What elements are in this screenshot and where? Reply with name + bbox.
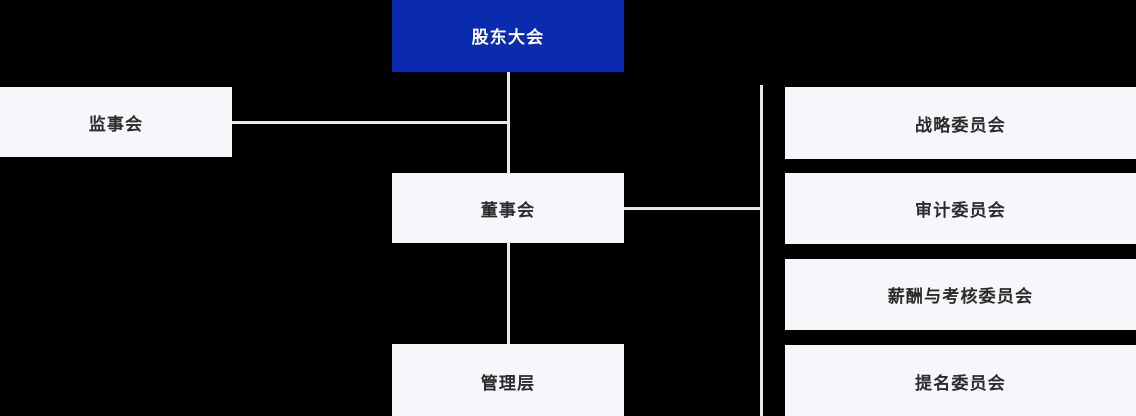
node-committee-audit-label: 审计委员会 bbox=[915, 201, 1006, 220]
node-management-label: 管理层 bbox=[480, 373, 536, 393]
node-shareholders-meeting[interactable]: 股东大会 bbox=[392, 0, 624, 72]
node-committee-audit[interactable]: 审计委员会 bbox=[785, 173, 1136, 244]
node-board-of-directors-label: 董事会 bbox=[480, 200, 536, 220]
node-committee-strategy[interactable]: 战略委员会 bbox=[785, 87, 1136, 159]
connector-board-to-committees bbox=[624, 207, 763, 210]
node-board-of-directors[interactable]: 董事会 bbox=[392, 173, 624, 243]
node-management[interactable]: 管理层 bbox=[392, 344, 624, 416]
node-committee-strategy-label: 战略委员会 bbox=[915, 115, 1006, 135]
connector-supervisors-to-spine bbox=[232, 121, 510, 124]
node-shareholders-meeting-label: 股东大会 bbox=[471, 27, 545, 47]
node-board-of-supervisors-label: 监事会 bbox=[88, 114, 144, 134]
connector-committees-spine bbox=[760, 85, 763, 416]
node-committee-remuneration[interactable]: 薪酬与考核委员会 bbox=[785, 259, 1136, 330]
node-committee-nomination-label: 提名委员会 bbox=[915, 374, 1006, 393]
node-committee-remuneration-label: 薪酬与考核委员会 bbox=[887, 287, 1034, 306]
node-committee-nomination[interactable]: 提名委员会 bbox=[785, 345, 1136, 416]
node-board-of-supervisors[interactable]: 监事会 bbox=[0, 87, 232, 157]
